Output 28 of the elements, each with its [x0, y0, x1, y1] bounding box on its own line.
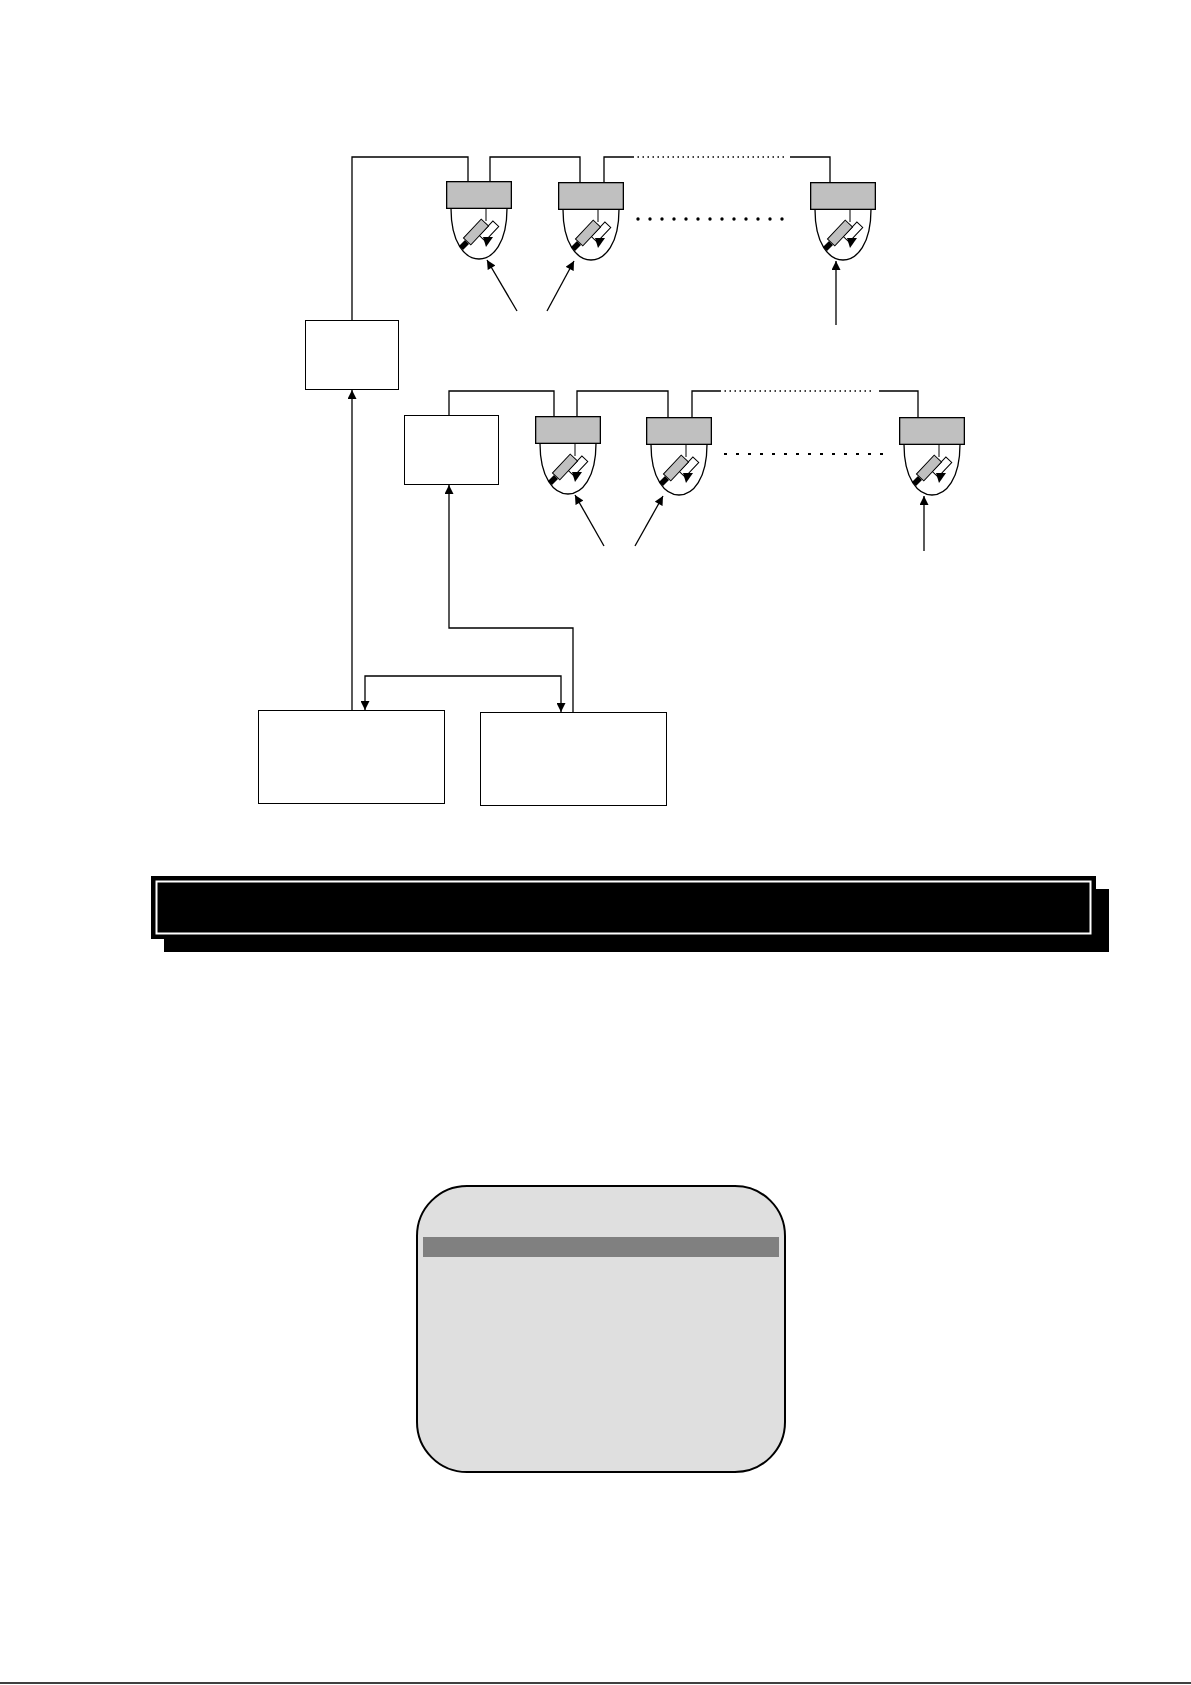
device-box: [480, 712, 667, 806]
cable-line: [448, 390, 555, 417]
connector-arrow: [444, 484, 574, 713]
leader-arrow: [831, 260, 841, 326]
dome-camera: [558, 182, 624, 261]
leader-arrow: [546, 260, 575, 312]
device-box: [258, 710, 445, 804]
leader-arrow: [634, 495, 664, 547]
cable-line: [691, 390, 919, 418]
dome-camera: [899, 417, 965, 496]
connector-arrow: [360, 675, 566, 713]
leader-arrow: [486, 259, 518, 312]
dome-camera: [535, 416, 601, 495]
highlight-bar: [423, 1237, 779, 1257]
device-box: [404, 415, 499, 485]
leader-arrow: [919, 495, 929, 552]
device-box: [305, 320, 399, 390]
dome-camera: [446, 181, 512, 260]
banner: [151, 876, 1109, 952]
cable-line: [489, 156, 581, 183]
leader-arrow: [574, 494, 605, 547]
cable-line: [603, 156, 831, 183]
dome-camera: [646, 417, 712, 496]
dome-camera: [810, 182, 876, 261]
cable-line: [351, 156, 469, 321]
screen-panel: [416, 1185, 786, 1473]
cable-line: [576, 390, 669, 418]
connector-arrow: [347, 389, 357, 711]
